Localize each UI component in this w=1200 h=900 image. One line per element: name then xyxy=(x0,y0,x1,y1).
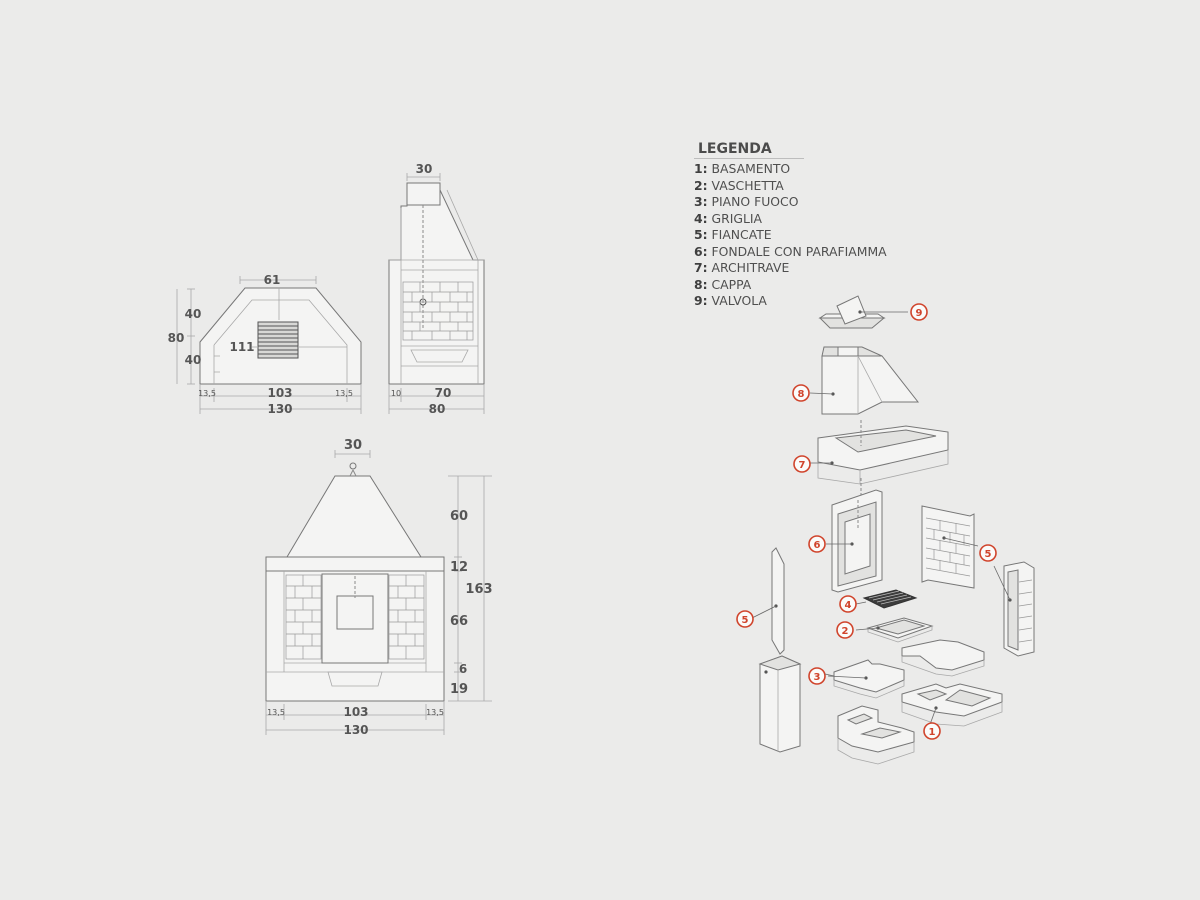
legend-item: 3: PIANO FUOCO xyxy=(694,194,799,209)
dim-front-side-left: 13,5 xyxy=(267,708,285,717)
dim-depth-total: 80 xyxy=(168,331,185,345)
callout-2: 2 xyxy=(836,621,854,639)
dim-hood-height: 60 xyxy=(450,509,468,524)
callout-3: 3 xyxy=(808,667,826,685)
part-base-left xyxy=(837,705,915,765)
dim-side-back: 10 xyxy=(391,389,401,398)
dim-total-height: 163 xyxy=(465,582,492,597)
svg-text:1: 1 xyxy=(929,727,936,738)
legend-title: LEGENDA xyxy=(694,141,804,159)
dim-total-width: 130 xyxy=(267,402,292,416)
part-tray xyxy=(855,617,934,643)
part-hearth-right xyxy=(901,639,985,677)
callout-5-right: 5 xyxy=(979,544,997,562)
svg-text:5: 5 xyxy=(742,615,749,626)
part-lintel xyxy=(810,420,949,485)
dim-side-right: 13,5 xyxy=(335,389,353,398)
callout-4: 4 xyxy=(839,595,857,613)
part-side-wall-narrow xyxy=(993,561,1035,657)
top-view: 61 40 80 40 111 13,5 103 13,5 130 xyxy=(168,273,362,416)
exploded-view: 9 8 7 6 5 4 5 2 xyxy=(736,295,1035,765)
dim-side-top: 30 xyxy=(416,162,433,176)
dim-lintel-height: 12 xyxy=(450,560,468,575)
legend-item: 9: VALVOLA xyxy=(694,293,767,308)
part-side-block xyxy=(758,655,802,753)
dim-base-height: 19 xyxy=(450,682,468,697)
legend-item: 8: CAPPA xyxy=(694,276,752,292)
callout-8: 8 xyxy=(792,384,810,402)
dim-side-inner: 70 xyxy=(435,386,452,400)
svg-text:3: 3 xyxy=(814,672,821,683)
dim-front-total: 130 xyxy=(343,723,368,737)
legend-item: 4: GRIGLIA xyxy=(694,210,763,226)
dim-front-inner: 103 xyxy=(343,705,368,719)
svg-text:4: 4 xyxy=(845,600,852,611)
part-back-wall xyxy=(826,489,883,593)
legend-item: 1: BASAMENTO xyxy=(694,161,791,176)
svg-text:9: 9 xyxy=(916,308,923,319)
dim-front-side-right: 13,5 xyxy=(426,708,444,717)
callout-5-left: 5 xyxy=(736,610,754,628)
part-hood xyxy=(809,346,920,415)
legend-item: 2: VASCHETTA xyxy=(694,177,784,193)
callout-6: 6 xyxy=(808,535,826,553)
part-base-right xyxy=(901,683,1003,731)
legend-item: 5: FIANCATE xyxy=(694,227,772,242)
svg-text:5: 5 xyxy=(985,549,992,560)
callout-9: 9 xyxy=(910,303,928,321)
side-view: 30 10 70 80 xyxy=(388,162,485,416)
dim-opening-height: 66 xyxy=(450,614,468,629)
dim-side-total: 80 xyxy=(429,402,446,416)
part-valve xyxy=(818,295,908,329)
legend: LEGENDA 1: BASAMENTO 2: VASCHETTA 3: PIA… xyxy=(694,141,934,310)
part-hearth-left xyxy=(827,659,905,699)
part-grill xyxy=(855,589,918,609)
dim-diagonal: 111 xyxy=(229,340,254,354)
part-side-wall-left xyxy=(751,547,785,655)
dim-inner-width: 103 xyxy=(267,386,292,400)
dim-top-61: 61 xyxy=(264,273,281,287)
dim-depth-upper: 40 xyxy=(185,307,202,321)
callout-7: 7 xyxy=(793,455,811,473)
dim-depth-lower: 40 xyxy=(185,353,202,367)
svg-text:6: 6 xyxy=(814,540,821,551)
legend-item: 7: ARCHITRAVE xyxy=(694,260,790,275)
legend-item: 6: FONDALE CON PARAFIAMMA xyxy=(694,243,887,259)
front-view: 30 60 12 163 66 6 19 13,5 103 13,5 130 xyxy=(265,438,493,737)
callout-1: 1 xyxy=(923,722,941,740)
svg-text:8: 8 xyxy=(798,389,805,400)
part-side-wall-brick xyxy=(921,505,979,589)
dim-front-top: 30 xyxy=(344,438,362,453)
dim-side-left: 13,5 xyxy=(198,389,216,398)
svg-text:7: 7 xyxy=(799,460,806,471)
svg-text:2: 2 xyxy=(842,626,849,637)
dim-hearth-height: 6 xyxy=(459,662,467,676)
